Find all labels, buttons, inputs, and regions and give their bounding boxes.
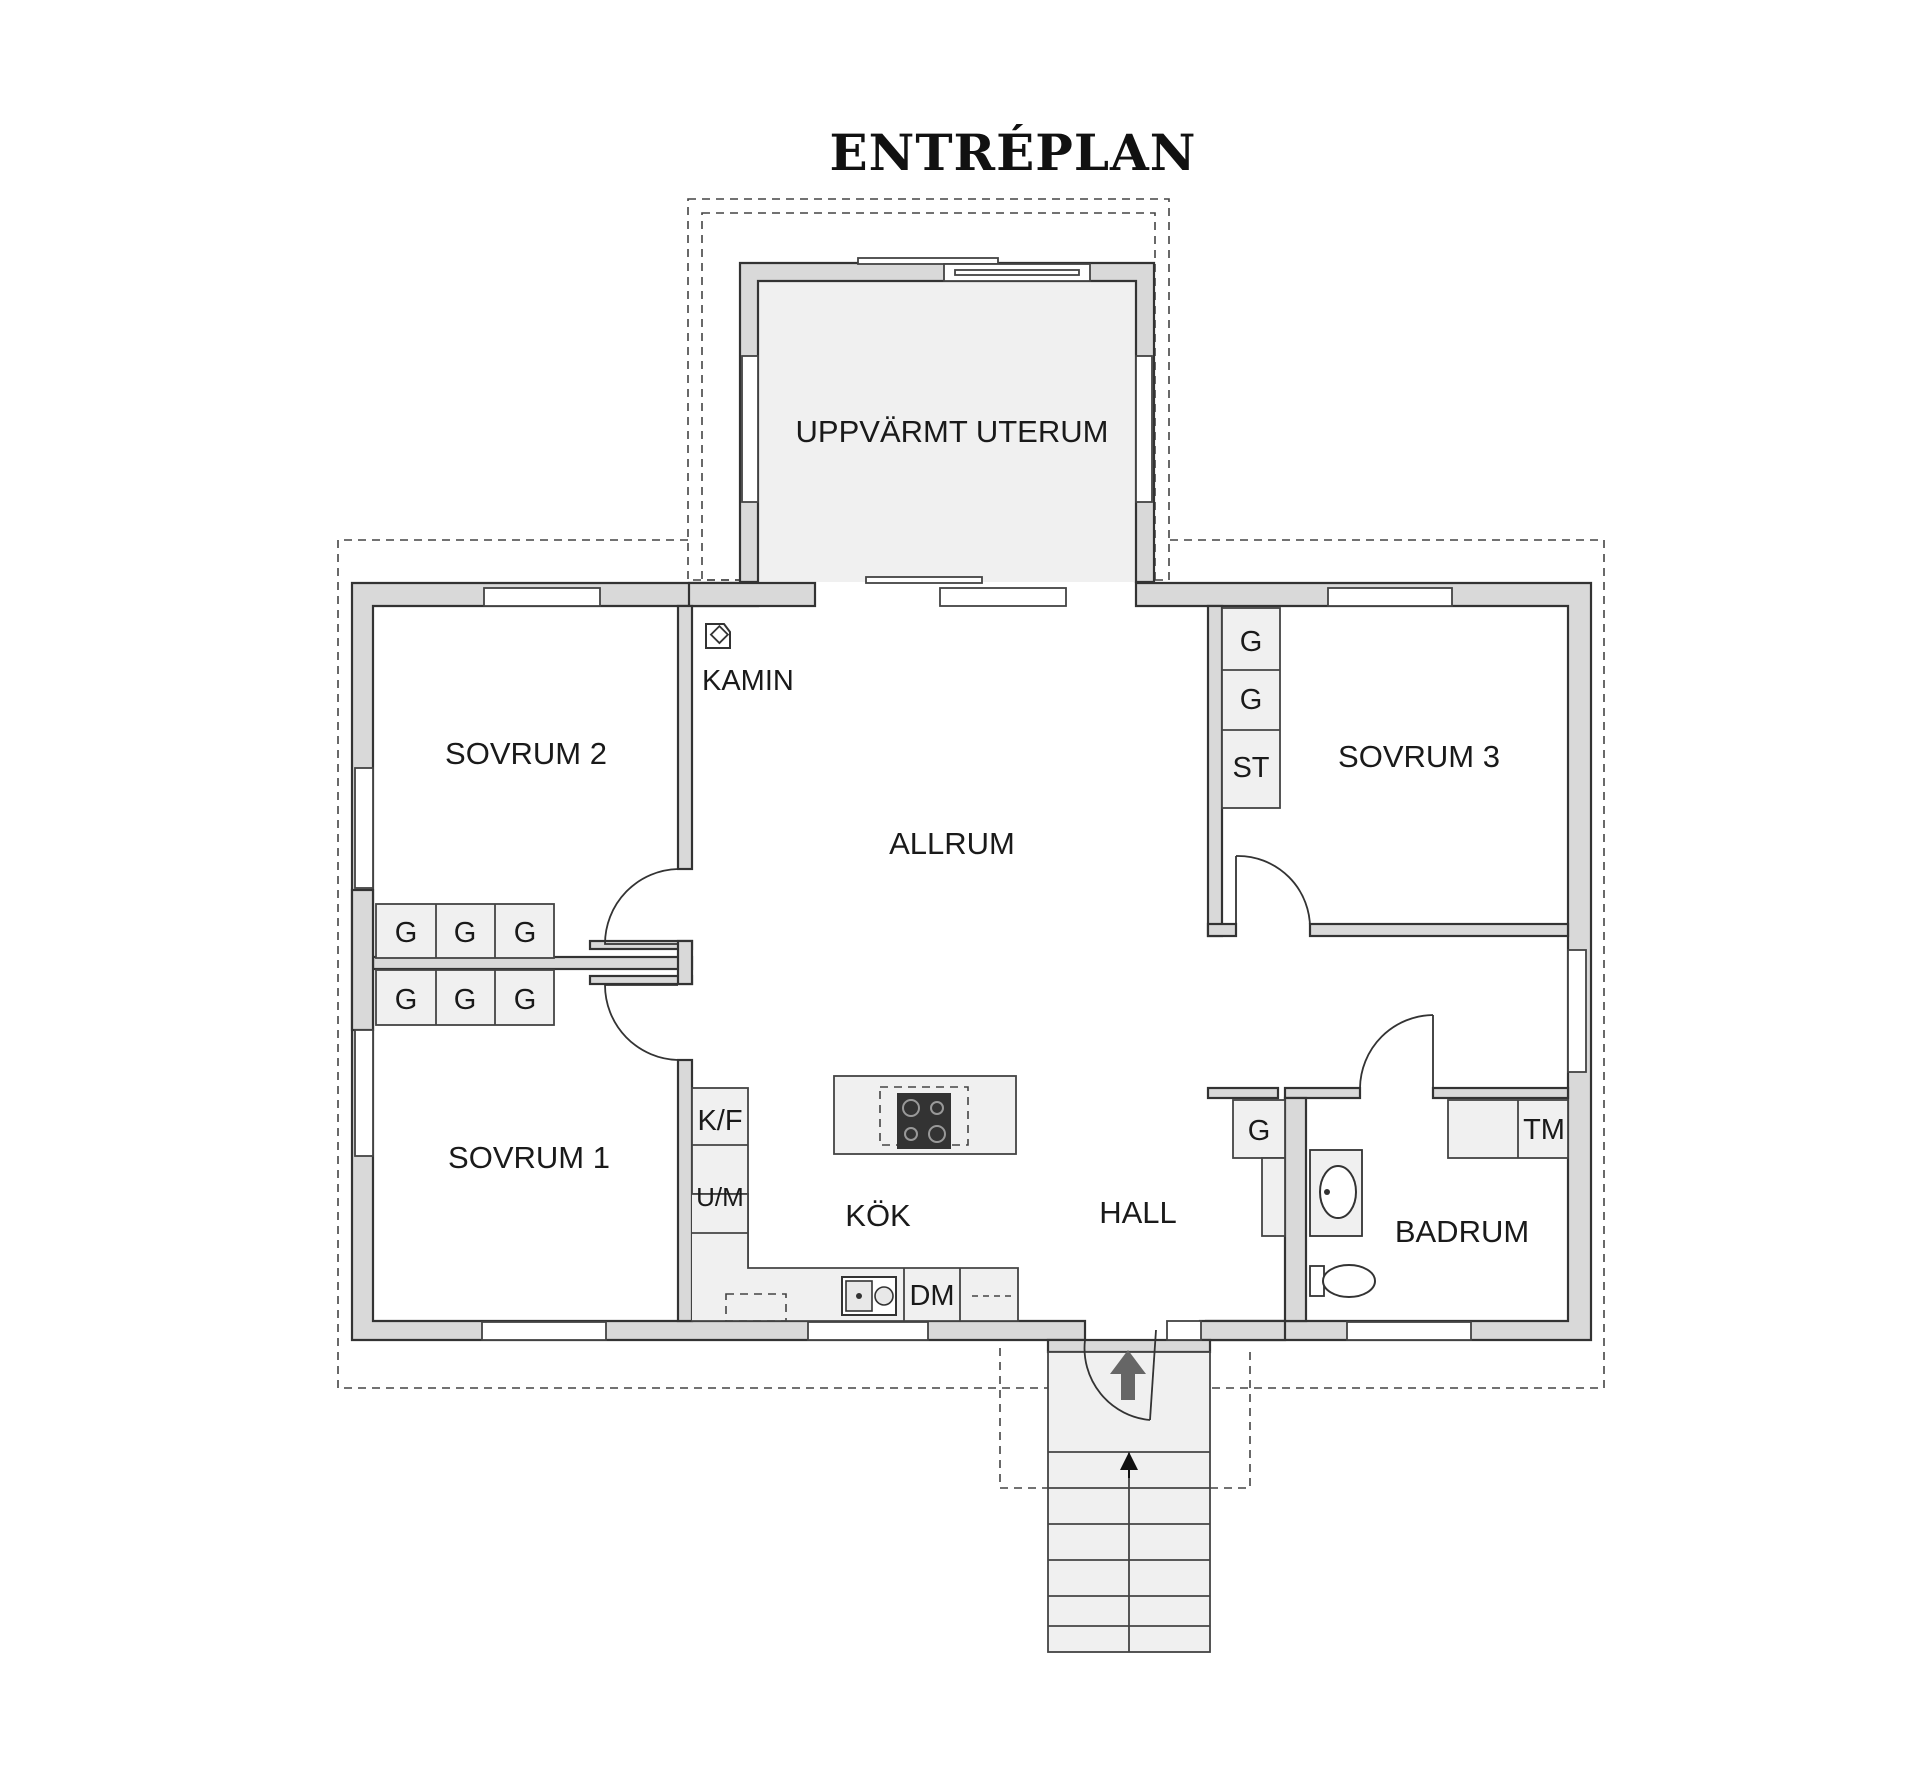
- room-hall: HALL: [1099, 1195, 1177, 1230]
- hall-closet: [1232, 1099, 1286, 1237]
- doors: [604, 855, 1434, 1421]
- toilet-icon: [1309, 1264, 1376, 1298]
- closet-label: G: [1240, 684, 1263, 716]
- plan-title: ENTRÉPLAN: [830, 123, 1197, 182]
- fireplace-icon: [705, 623, 731, 649]
- bedroom-closets: [375, 903, 555, 1026]
- stad-label: ST: [1232, 752, 1269, 784]
- sink-icon: [841, 1276, 897, 1316]
- room-sovrum-2: SOVRUM 2: [445, 736, 607, 771]
- ugn-micro-label: U/M: [696, 1182, 744, 1212]
- interior-walls: [350, 581, 1570, 1342]
- diskmaskin-label: DM: [909, 1280, 954, 1312]
- washbasin-icon: [1309, 1149, 1363, 1237]
- closet-label: G: [1248, 1115, 1271, 1147]
- stove-icon: [897, 1093, 951, 1149]
- room-badrum: BADRUM: [1395, 1214, 1529, 1249]
- room-kok: KÖK: [845, 1198, 911, 1233]
- closet-label: G: [454, 917, 477, 949]
- closet-label: G: [1240, 626, 1263, 658]
- room-sovrum-3: SOVRUM 3: [1338, 739, 1500, 774]
- room-allrum: ALLRUM: [889, 826, 1015, 861]
- windows: [354, 257, 1587, 1341]
- stair-arrow-icon: [1120, 1452, 1138, 1470]
- closet-label: G: [454, 984, 477, 1016]
- tvattmaskin-label: TM: [1523, 1114, 1565, 1146]
- closet-label: G: [395, 917, 418, 949]
- bathroom-fixtures: [1309, 1099, 1569, 1298]
- entrance-stairs: [1046, 1338, 1212, 1653]
- closet-label: G: [514, 984, 537, 1016]
- room-uterum: UPPVÄRMT UTERUM: [796, 414, 1109, 449]
- entrance-arrow-icon: [1110, 1350, 1146, 1400]
- closet-label: G: [395, 984, 418, 1016]
- sovrum3-closets: [1221, 607, 1281, 809]
- closet-label: G: [514, 917, 537, 949]
- kyl-frys-label: K/F: [697, 1105, 742, 1137]
- room-sovrum-1: SOVRUM 1: [448, 1140, 610, 1175]
- kitchen-fixtures: [691, 1075, 1019, 1322]
- kamin-label: KAMIN: [702, 665, 794, 697]
- uterum-floor: [758, 281, 1136, 582]
